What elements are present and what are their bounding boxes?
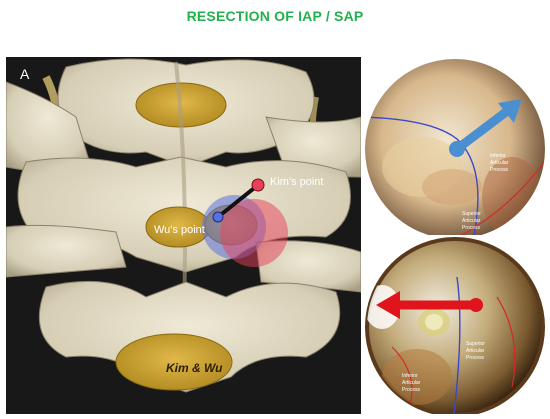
process-boundary-blue-c (453, 276, 461, 414)
figure-title: RESECTION OF IAP / SAP (186, 8, 364, 24)
process-boundary-blue (365, 116, 479, 235)
panel-b: B Inferior Articular Process Superior Ar… (362, 57, 548, 235)
kims-point-label: Kim's point (270, 176, 323, 188)
process-boundary-red-c2 (496, 296, 516, 388)
arrow-origin-c (469, 298, 483, 312)
panel-b-sap-label: Superior Articular Process (462, 211, 482, 231)
panel-c: C Superior Articular Process Inferior Ar… (362, 237, 548, 414)
resection-arrow-b (454, 105, 513, 153)
wus-point-marker (212, 211, 224, 223)
panel-c-sap-label: Superior Articular Process (466, 341, 486, 361)
panel-b-letter: B (370, 62, 379, 78)
panel-c-iap-label: Inferior Articular Process (402, 373, 422, 393)
endoscopic-view-b: B Inferior Articular Process Superior Ar… (362, 57, 548, 235)
kim-wu-watermark: Kim & Wu (166, 361, 223, 375)
kim-circle (220, 199, 288, 267)
panel-c-letter: C (370, 242, 380, 258)
endoscopic-view-c: C Superior Articular Process Inferior Ar… (362, 237, 548, 414)
arrow-origin-b (449, 141, 465, 157)
panel-b-iap-label: Inferior Articular Process (490, 153, 510, 173)
kim-wu-line (216, 183, 260, 219)
kims-point-marker (251, 178, 265, 192)
panel-a-letter: A (20, 66, 30, 82)
spine-illustration: A Kim's point Wu's point Kim & Wu (6, 57, 361, 414)
wus-point-label: Wu's point (154, 224, 205, 236)
resection-arrowhead-c (376, 291, 400, 319)
resection-arrowhead-b (498, 99, 522, 123)
process-boundary-red (461, 156, 545, 235)
panel-a: A Kim's point Wu's point Kim & Wu (6, 57, 361, 414)
